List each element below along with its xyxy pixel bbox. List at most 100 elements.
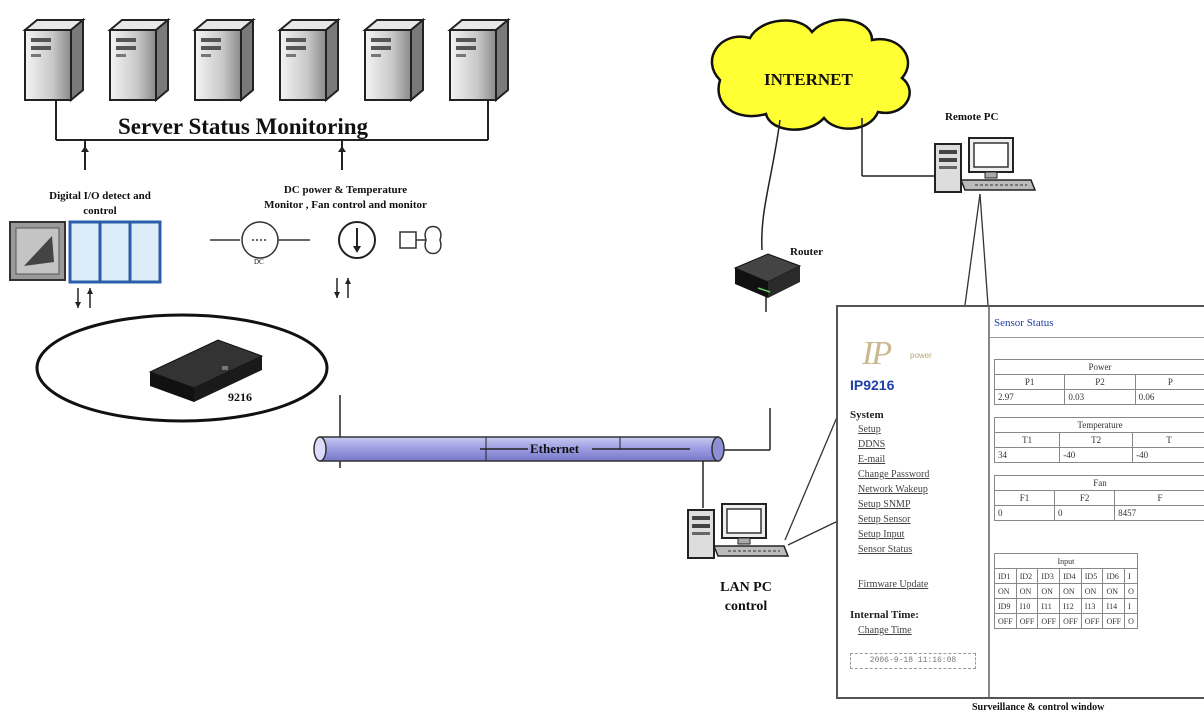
temperature-header: T2 bbox=[1059, 432, 1134, 448]
input-state: ON bbox=[1080, 583, 1104, 599]
temperature-value: 34 bbox=[993, 447, 1061, 463]
device-9216-label: 9216 bbox=[228, 390, 252, 404]
remote-pc-icon bbox=[934, 137, 1036, 193]
menu-link-sensor-status[interactable]: Sensor Status bbox=[858, 544, 913, 555]
power-value: 2.97 bbox=[993, 389, 1066, 405]
input-state: ON bbox=[1102, 583, 1126, 599]
sensor-status-panel: Sensor Status Power P1 P2 P 2.97 0.03 0.… bbox=[990, 307, 1204, 697]
input-table: Input ID1 ID2 ID3 ID4 ID5 ID6 I ON ON ON… bbox=[994, 553, 1138, 629]
menu-link-change-password[interactable]: Change Password bbox=[858, 469, 930, 480]
input-id: I12 bbox=[1059, 598, 1082, 614]
menu-link-setup-input[interactable]: Setup Input bbox=[858, 529, 905, 540]
server-icon bbox=[364, 19, 424, 101]
internet-label: INTERNET bbox=[764, 70, 853, 89]
input-state: O bbox=[1124, 583, 1138, 599]
input-id: I bbox=[1124, 568, 1138, 584]
input-id: ID3 bbox=[1037, 568, 1061, 584]
power-header: P2 bbox=[1064, 374, 1136, 390]
fan-header: F1 bbox=[993, 490, 1056, 506]
temperature-header: T1 bbox=[993, 432, 1061, 448]
dc-power-line: DC power & Temperature bbox=[283, 184, 408, 196]
digital-io-line: control bbox=[83, 205, 117, 217]
fan-value: 0 bbox=[993, 505, 1056, 521]
divider bbox=[990, 337, 1204, 338]
lan-pc-icon bbox=[687, 503, 789, 559]
menu-link-network-wakeup[interactable]: Network Wakeup bbox=[858, 484, 928, 495]
surveillance-caption: Surveillance & control window bbox=[972, 702, 1105, 713]
input-id: I11 bbox=[1037, 598, 1061, 614]
menu-link-setup-snmp[interactable]: Setup SNMP bbox=[858, 499, 911, 510]
digital-io-label: Digital I/O detect and control bbox=[20, 189, 180, 219]
surveillance-window: I P power IP9216 System Setup DDNS E-mail… bbox=[836, 305, 1204, 699]
input-id: ID4 bbox=[1059, 568, 1082, 584]
input-id: I bbox=[1124, 598, 1138, 614]
temperature-value: -40 bbox=[1132, 447, 1204, 463]
router-label: Router bbox=[790, 246, 823, 258]
menu-link-ddns[interactable]: DDNS bbox=[858, 439, 886, 450]
ethernet-label: Ethernet bbox=[530, 441, 580, 456]
server-icon bbox=[279, 19, 339, 101]
lan-pc-line: control bbox=[724, 599, 768, 614]
internal-time-heading: Internal Time: bbox=[850, 609, 919, 621]
input-id: ID5 bbox=[1080, 568, 1104, 584]
power-title: Power bbox=[994, 359, 1204, 375]
fan-header: F bbox=[1114, 490, 1204, 506]
input-state: ON bbox=[1059, 583, 1082, 599]
logo-sub: power bbox=[910, 351, 932, 360]
server-icon bbox=[109, 19, 169, 101]
fan-header: F2 bbox=[1054, 490, 1116, 506]
menu-link-change-time[interactable]: Change Time bbox=[858, 625, 912, 636]
menu-link-email[interactable]: E-mail bbox=[858, 454, 886, 465]
server-status-label: Server Status Monitoring bbox=[118, 114, 369, 139]
dc-meter-icon bbox=[210, 221, 310, 259]
server-icon bbox=[24, 19, 84, 101]
input-id: ID1 bbox=[994, 568, 1017, 584]
input-id: ID9 bbox=[994, 598, 1017, 614]
system-heading: System bbox=[850, 409, 884, 421]
input-title: Input bbox=[994, 553, 1138, 569]
input-state: O bbox=[1124, 613, 1138, 629]
power-value: 0.06 bbox=[1134, 389, 1204, 405]
server-bus bbox=[55, 100, 489, 170]
dc-power-line: Monitor , Fan control and monitor bbox=[264, 199, 427, 211]
fan-value: 0 bbox=[1054, 505, 1116, 521]
remote-pc-label: Remote PC bbox=[945, 111, 999, 123]
menu-link-setup-sensor[interactable]: Setup Sensor bbox=[858, 514, 911, 525]
ethernet-cable bbox=[313, 436, 725, 462]
input-id: I14 bbox=[1102, 598, 1126, 614]
input-state: OFF bbox=[1059, 613, 1082, 629]
fan-value: 8457 bbox=[1114, 505, 1204, 521]
server-icon bbox=[194, 19, 254, 101]
sensor-status-title: Sensor Status bbox=[994, 317, 1054, 329]
window-icon bbox=[68, 220, 162, 284]
dc-power-label: DC power & Temperature Monitor , Fan con… bbox=[228, 183, 463, 213]
input-state: OFF bbox=[1015, 613, 1039, 629]
temperature-title: Temperature bbox=[994, 417, 1204, 433]
temperature-value: -40 bbox=[1059, 447, 1134, 463]
input-state: OFF bbox=[1102, 613, 1126, 629]
input-state: ON bbox=[1015, 583, 1039, 599]
power-header: P1 bbox=[993, 374, 1066, 390]
control-menu-panel: IP power IP9216 System Setup DDNS E-mail… bbox=[838, 307, 990, 697]
input-id: ID2 bbox=[1015, 568, 1039, 584]
power-value: 0.03 bbox=[1064, 389, 1136, 405]
input-state: ON bbox=[1037, 583, 1061, 599]
menu-link-firmware-update[interactable]: Firmware Update bbox=[858, 579, 929, 590]
input-id: I10 bbox=[1015, 598, 1039, 614]
device-name: IP9216 bbox=[850, 377, 895, 393]
input-id: ID6 bbox=[1102, 568, 1126, 584]
server-icon bbox=[449, 19, 509, 101]
clock-display: 2006-9-18 11:16:08 bbox=[850, 653, 976, 669]
power-table: Power P1 P2 P 2.97 0.03 0.06 bbox=[993, 359, 1204, 405]
router-icon bbox=[733, 253, 802, 298]
temperature-header: T bbox=[1132, 432, 1204, 448]
dc-symbol-label: DC bbox=[254, 258, 264, 266]
temperature-table: Temperature T1 T2 T 34 -40 -40 bbox=[993, 417, 1204, 463]
input-state: OFF bbox=[1037, 613, 1061, 629]
menu-link-setup[interactable]: Setup bbox=[858, 424, 881, 435]
power-header: P bbox=[1134, 374, 1204, 390]
door-sensor-icon bbox=[9, 221, 66, 281]
input-id: I13 bbox=[1080, 598, 1104, 614]
